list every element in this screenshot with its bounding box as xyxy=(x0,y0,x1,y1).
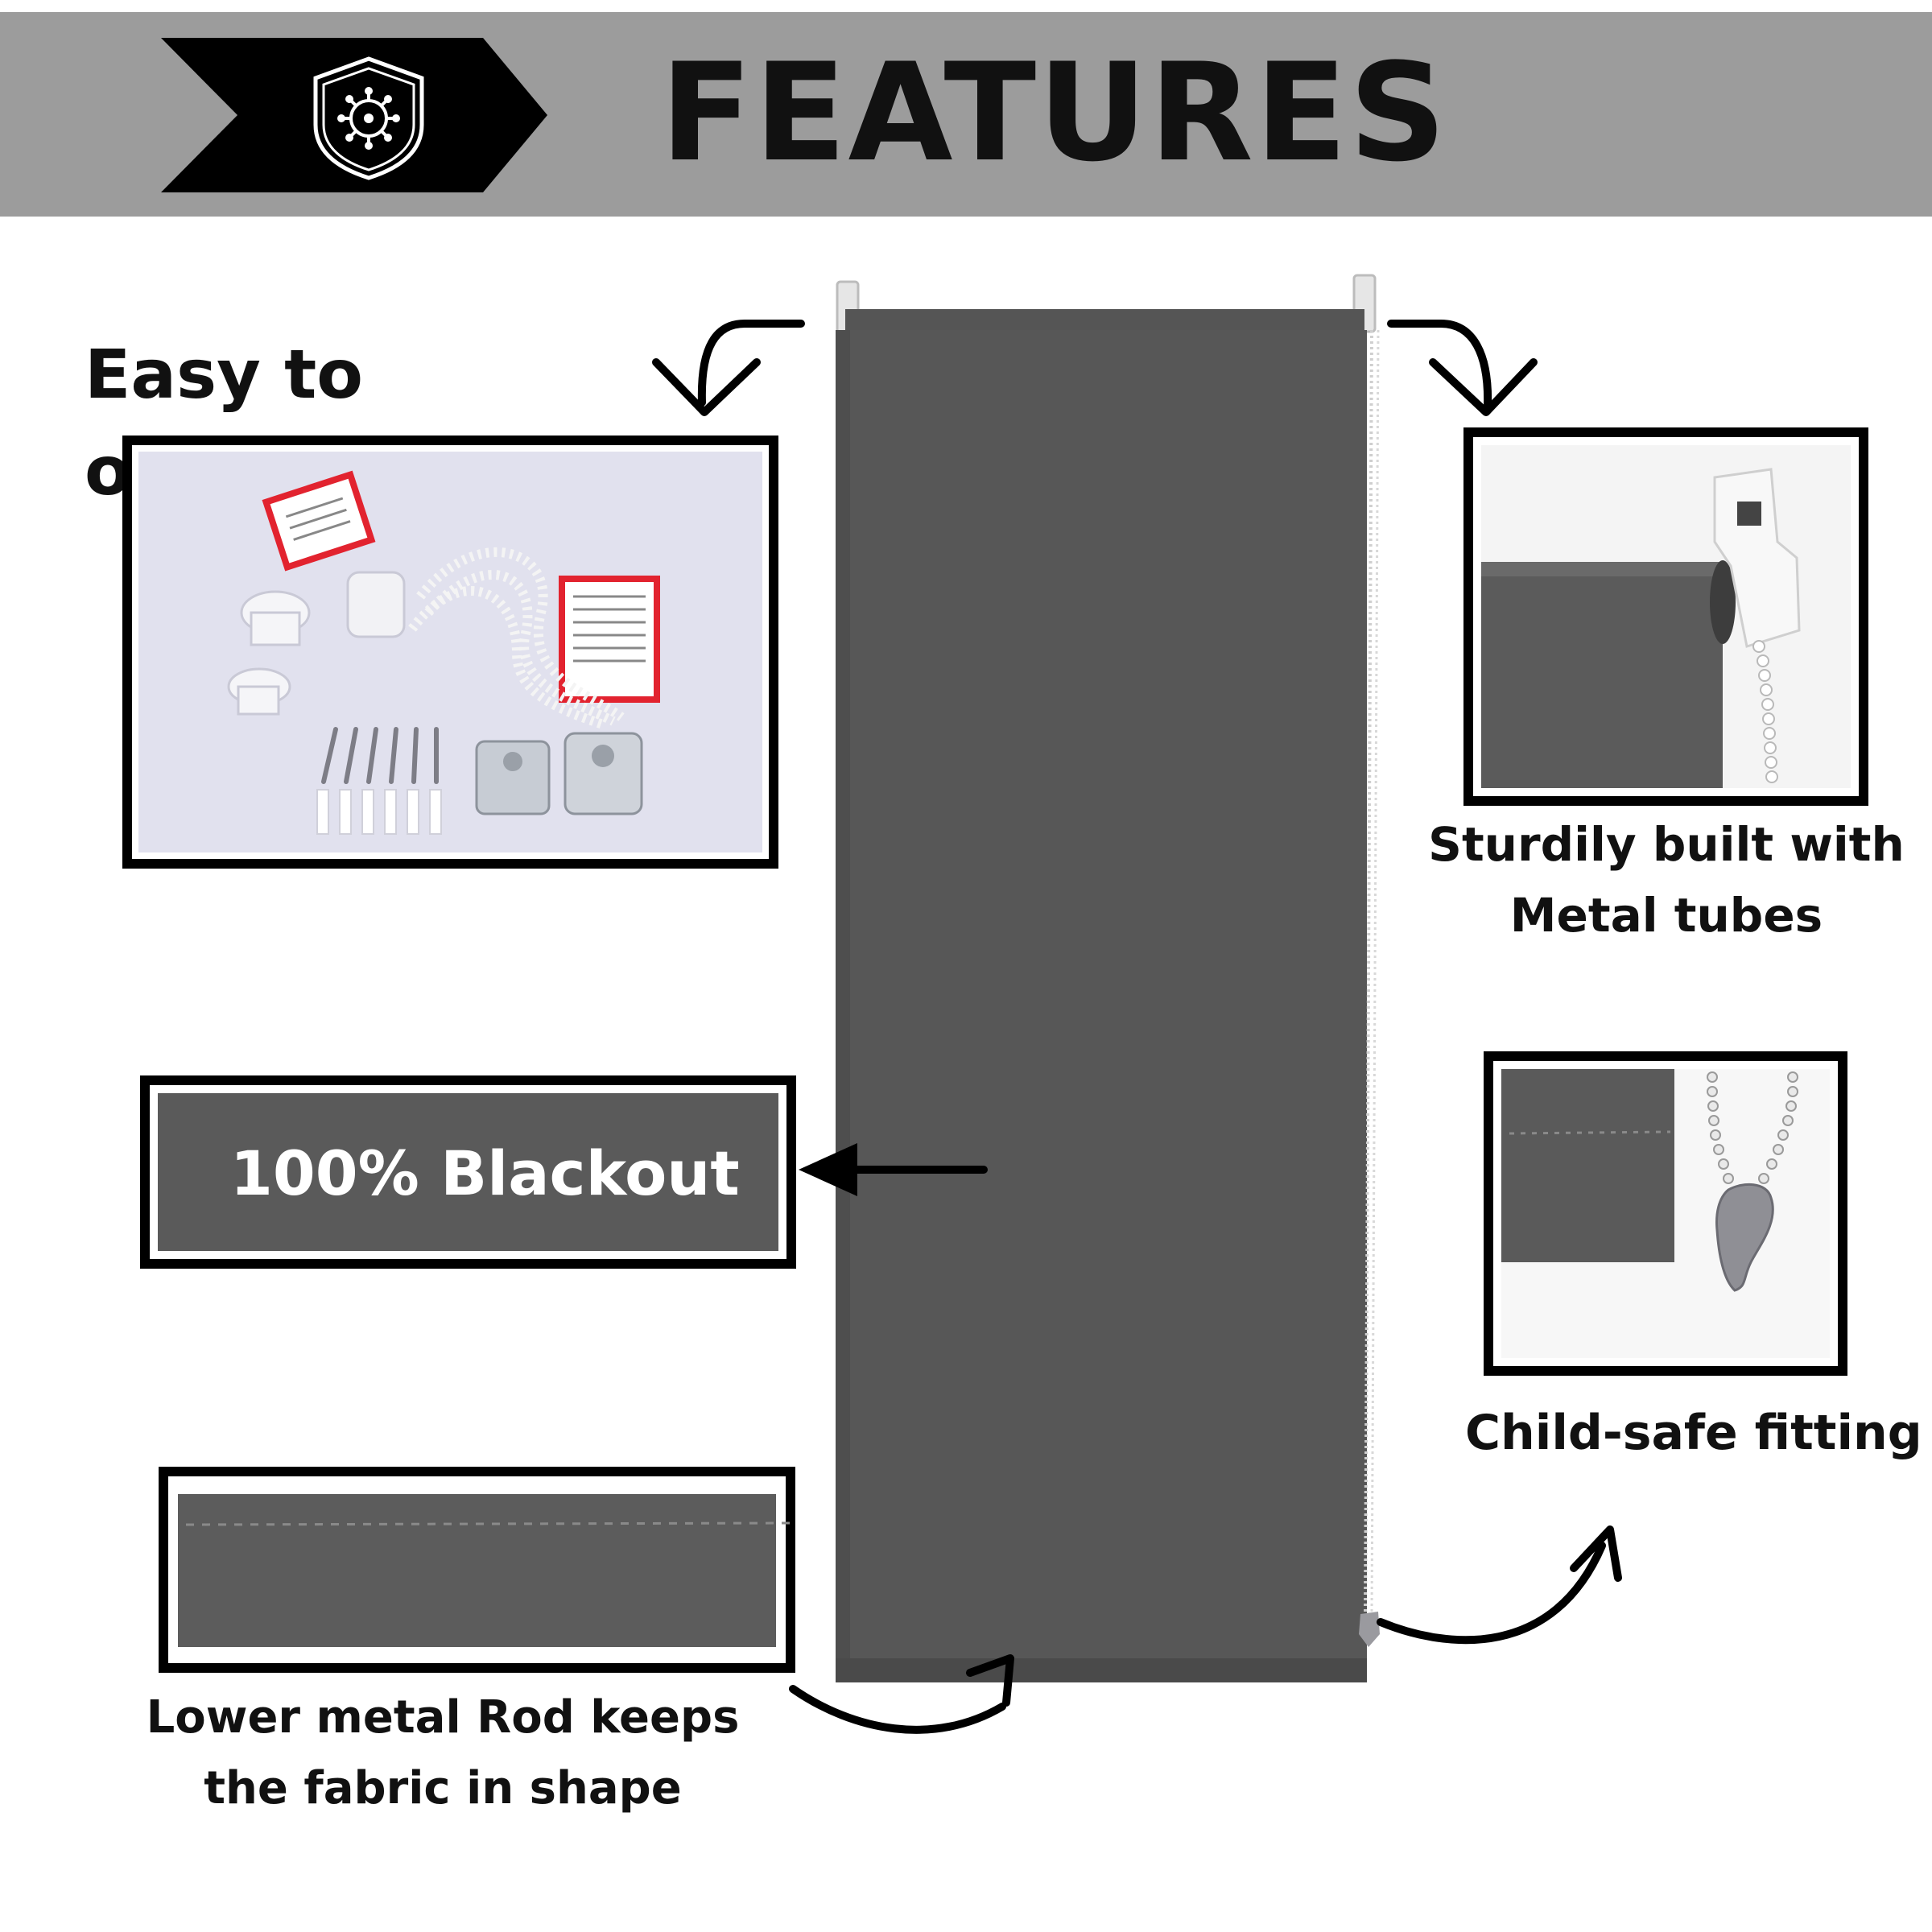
blackout-fabric: 100% Blackout xyxy=(158,1093,778,1251)
blind-fabric xyxy=(836,330,1367,1666)
arrow-sturdy xyxy=(1387,320,1492,411)
blackout-label: 100% Blackout xyxy=(230,1137,740,1209)
lower-rod-fabric xyxy=(178,1494,791,1647)
metal-tube-illustration xyxy=(1481,445,1851,788)
lower-rod-line1: Lower metal Rod keeps xyxy=(146,1691,740,1744)
sturdy-built-label: Sturdily built with Metal tubes xyxy=(1401,809,1932,954)
page-title: FEATURES xyxy=(660,34,1448,192)
lower-rod-label: Lower metal Rod keeps the fabric in shap… xyxy=(129,1682,757,1827)
installation-kit-photo xyxy=(122,436,778,869)
chain-weight xyxy=(1359,1612,1380,1647)
warning-tag xyxy=(559,576,660,703)
easy-to-operate-label: Easy to operate xyxy=(85,335,382,510)
warning-tag xyxy=(262,470,376,572)
roller-blind xyxy=(836,274,1380,1682)
arrow-easy xyxy=(697,320,805,407)
shield-virus-icon xyxy=(313,56,424,180)
bottom-rail xyxy=(836,1658,1367,1682)
child-safe-fitting-photo xyxy=(1484,1051,1847,1376)
child-safe-label: Child-safe fitting xyxy=(1465,1405,1922,1461)
bead-chain xyxy=(1364,329,1373,1619)
sturdy-built-line2: Metal tubes xyxy=(1509,888,1823,943)
blackout-swatch: 100% Blackout xyxy=(140,1075,796,1269)
child-safe-illustration xyxy=(1501,1069,1830,1358)
header-chevron xyxy=(161,38,547,192)
sturdy-built-line1: Sturdily built with xyxy=(1428,817,1905,872)
installation-kit-illustration xyxy=(138,452,762,852)
rod-seam xyxy=(185,1521,791,1526)
arrow-child xyxy=(1377,1542,1606,1645)
lower-rod-line2: the fabric in shape xyxy=(204,1762,682,1814)
lower-rod-photo xyxy=(159,1467,795,1673)
metal-tube-photo xyxy=(1463,427,1868,806)
